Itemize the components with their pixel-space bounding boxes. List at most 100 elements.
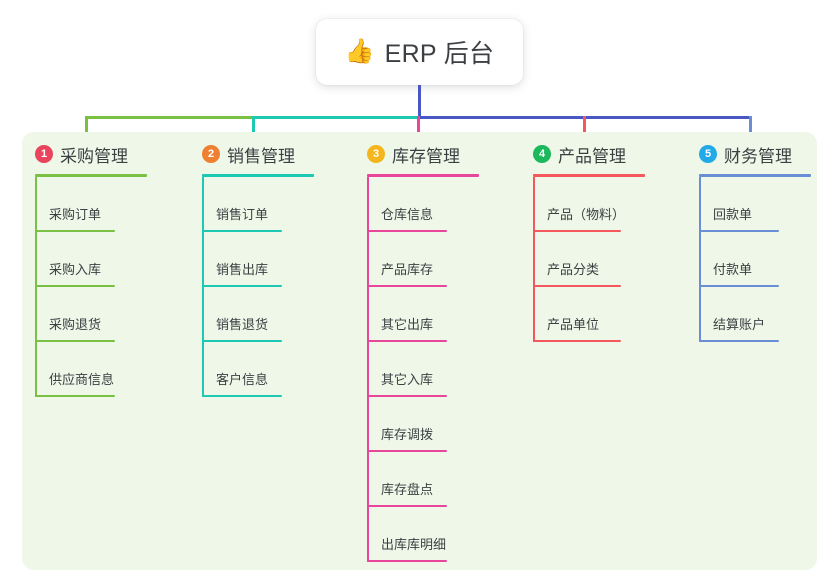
leaf-node[interactable]: 库存调拨: [354, 397, 479, 452]
branch-title-2: 销售管理: [227, 146, 295, 166]
branch-title-3: 库存管理: [392, 146, 460, 166]
branch-badge-2: 2: [202, 145, 220, 163]
leaf-underline: [367, 395, 447, 397]
leaf-underline: [367, 285, 447, 287]
leaf-node[interactable]: 销售退货: [189, 287, 314, 342]
leaf-underline: [35, 285, 115, 287]
branch-underline-5: [699, 174, 811, 177]
leaf-node[interactable]: 采购退货: [22, 287, 147, 342]
leaf-node[interactable]: 产品库存: [354, 232, 479, 287]
branch-badge-3: 3: [367, 145, 385, 163]
leaf-label: 采购订单: [49, 207, 102, 222]
leaf-underline: [367, 340, 447, 342]
branch-items-4: 产品（物料） 产品分类产品单位: [520, 177, 645, 342]
trunk-line: [418, 85, 421, 118]
leaf-label: 结算账户: [713, 317, 766, 332]
branch-spine-4: [533, 177, 535, 342]
leaf-label: 回款单: [713, 207, 753, 222]
leaf-label: 出库库明细: [381, 537, 447, 552]
branch-header-5[interactable]: 5 财务管理: [686, 140, 811, 168]
leaf-underline: [367, 230, 447, 232]
leaf-underline: [367, 560, 447, 562]
root-title: ERP 后台: [384, 40, 495, 68]
leaf-label: 产品分类: [547, 262, 600, 277]
branch-title-1: 采购管理: [60, 146, 128, 166]
branch-spine-1: [35, 177, 37, 397]
leaf-label: 销售退货: [216, 317, 269, 332]
leaf-node[interactable]: 产品分类: [520, 232, 645, 287]
branch-header-4[interactable]: 4 产品管理: [520, 140, 645, 168]
branch-badge-1: 1: [35, 145, 53, 163]
leaf-label: 付款单: [713, 262, 753, 277]
leaf-label: 销售订单: [216, 207, 269, 222]
branch-title-4: 产品管理: [558, 146, 626, 166]
branch-column-1: 1 采购管理采购订单采购入库采购退货供应商信息: [22, 140, 147, 397]
leaf-underline: [533, 230, 621, 232]
branch-items-1: 采购订单采购入库采购退货供应商信息: [22, 177, 147, 397]
leaf-label: 仓库信息: [381, 207, 434, 222]
branch-items-5: 回款单付款单结算账户: [686, 177, 811, 342]
leaf-node[interactable]: 出库库明细: [354, 507, 479, 562]
branch-column-3: 3 库存管理仓库信息产品库存其它出库其它入库库存调拨库存盘点出库库明细: [354, 140, 479, 562]
leaf-node[interactable]: 结算账户: [686, 287, 811, 342]
leaf-node[interactable]: 客户信息: [189, 342, 314, 397]
leaf-label: 其它入库: [381, 372, 434, 387]
branch-spine-2: [202, 177, 204, 397]
leaf-node[interactable]: 付款单: [686, 232, 811, 287]
branch-badge-5: 5: [699, 145, 717, 163]
branch-items-2: 销售订单销售出库销售退货客户信息: [189, 177, 314, 397]
leaf-node[interactable]: 销售订单: [189, 177, 314, 232]
leaf-underline: [35, 340, 115, 342]
leaf-node[interactable]: 采购入库: [22, 232, 147, 287]
leaf-node[interactable]: 供应商信息: [22, 342, 147, 397]
leaf-node[interactable]: 采购订单: [22, 177, 147, 232]
leaf-underline: [202, 285, 282, 287]
leaf-node[interactable]: 库存盘点: [354, 452, 479, 507]
leaf-label: 产品（物料）: [547, 207, 626, 222]
leaf-label: 产品库存: [381, 262, 434, 277]
leaf-label: 采购入库: [49, 262, 102, 277]
branch-spine-3: [367, 177, 369, 562]
leaf-node[interactable]: 其它入库: [354, 342, 479, 397]
leaf-label: 采购退货: [49, 317, 102, 332]
branch-header-3[interactable]: 3 库存管理: [354, 140, 479, 168]
branch-items-3: 仓库信息产品库存其它出库其它入库库存调拨库存盘点出库库明细: [354, 177, 479, 562]
root-node[interactable]: 👍 ERP 后台: [316, 19, 523, 85]
leaf-node[interactable]: 回款单: [686, 177, 811, 232]
leaf-node[interactable]: 其它出库: [354, 287, 479, 342]
root-node-content: 👍 ERP 后台: [345, 34, 495, 70]
branch-spine-5: [699, 177, 701, 342]
thumbs-up-icon: 👍: [344, 38, 375, 65]
leaf-node[interactable]: 销售出库: [189, 232, 314, 287]
leaf-underline: [202, 340, 282, 342]
leaf-underline: [202, 230, 282, 232]
leaf-label: 库存盘点: [381, 482, 434, 497]
bus-segment-1: [85, 116, 255, 119]
branches-panel: [22, 132, 817, 570]
branch-column-4: 4 产品管理产品（物料） 产品分类产品单位: [520, 140, 645, 342]
branch-column-5: 5 财务管理回款单付款单结算账户: [686, 140, 811, 342]
leaf-underline: [699, 285, 779, 287]
leaf-underline: [367, 505, 447, 507]
leaf-label: 客户信息: [216, 372, 269, 387]
bus-segment-2: [252, 116, 420, 119]
leaf-label: 其它出库: [381, 317, 434, 332]
leaf-underline: [35, 395, 115, 397]
leaf-node[interactable]: 产品（物料）: [520, 177, 645, 232]
leaf-label: 销售出库: [216, 262, 269, 277]
leaf-underline: [35, 230, 115, 232]
leaf-node[interactable]: 产品单位: [520, 287, 645, 342]
leaf-underline: [533, 340, 621, 342]
branch-header-2[interactable]: 2 销售管理: [189, 140, 314, 168]
branch-title-5: 财务管理: [724, 146, 792, 166]
branch-badge-4: 4: [533, 145, 551, 163]
branch-underline-2: [202, 174, 314, 177]
leaf-label: 产品单位: [547, 317, 600, 332]
leaf-underline: [699, 230, 779, 232]
leaf-node[interactable]: 仓库信息: [354, 177, 479, 232]
leaf-label: 库存调拨: [381, 427, 434, 442]
leaf-underline: [202, 395, 282, 397]
branch-underline-4: [533, 174, 645, 177]
branch-header-1[interactable]: 1 采购管理: [22, 140, 147, 168]
